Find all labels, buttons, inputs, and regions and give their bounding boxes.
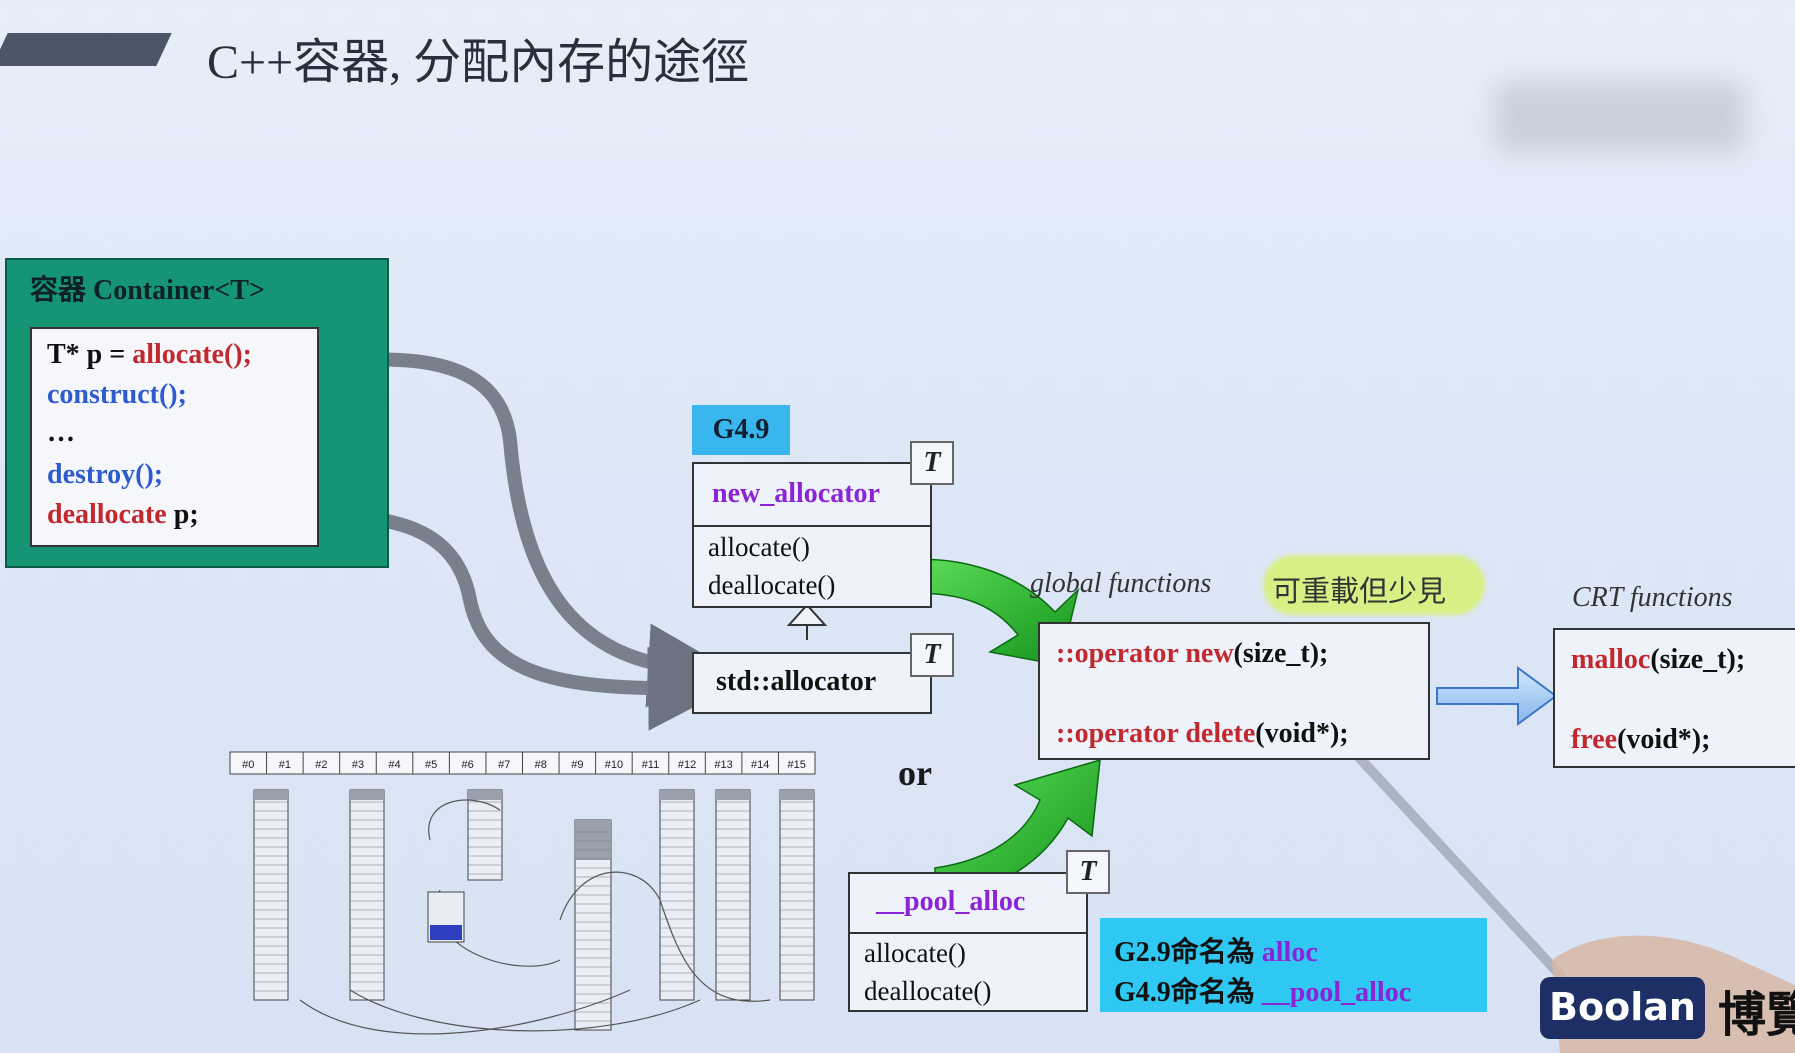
std-allocator-template-tag: T [910, 633, 954, 677]
allocate-flow-arrow [288, 352, 732, 708]
freelist-chunk-column [467, 789, 503, 881]
freelist-slot-label: #10 [605, 759, 623, 771]
slide-title: C++容器, 分配內存的途徑 [207, 36, 750, 89]
freelist-slot-label: #8 [535, 759, 547, 771]
freelist-slot-label: #14 [751, 759, 769, 771]
std-allocator-name: std::allocator [716, 666, 877, 697]
code-line-construct: construct(); [47, 379, 187, 410]
boolan-logo: Boolan [1540, 977, 1705, 1039]
pool-alloc-method-allocate: allocate() [864, 938, 966, 968]
pool-alloc-name: __pool_alloc [876, 886, 1026, 917]
freelist-chunk-column [779, 789, 815, 1001]
code-line-destroy: destroy(); [47, 459, 164, 490]
crt-functions-label: CRT functions [1572, 582, 1733, 613]
note-line-g49: G4.9命名為 __pool_alloc [1114, 977, 1412, 1008]
free-call: free(void*); [1571, 724, 1711, 755]
freelist-slot-label: #12 [678, 759, 696, 771]
freelist-slot-label: #11 [642, 759, 660, 771]
new-allocator-method-deallocate: deallocate() [708, 570, 836, 600]
pool-alloc-method-deallocate: deallocate() [864, 976, 992, 1006]
freelist-chunk-column [253, 789, 289, 1001]
note-line-g29: G2.9命名為 alloc [1114, 937, 1318, 968]
new-allocator-name: new_allocator [712, 478, 880, 509]
freelist-slot-label: #4 [388, 759, 400, 771]
freelist-slot-label: #2 [315, 759, 327, 771]
inheritance-triangle [786, 603, 828, 626]
pool-alloc-box: __pool_alloc allocate() deallocate() [848, 872, 1088, 1012]
freelist-chunk-column [349, 789, 385, 1001]
freelist-chunk-column [715, 789, 751, 1001]
global-functions-note: 可重載但少見 [1272, 576, 1447, 608]
crt-functions-box: malloc(size_t); free(void*); [1553, 628, 1795, 768]
g49-label: G4.9 [692, 405, 790, 455]
code-line-allocate: T* p = allocate(); [47, 339, 252, 370]
blurred-watermark [1495, 82, 1745, 152]
freelist-slot-label: #13 [714, 759, 732, 771]
container-code-box: T* p = allocate(); construct(); … destro… [30, 327, 319, 547]
freelist-slot-label: #1 [279, 759, 291, 771]
new-allocator-box: new_allocator allocate() deallocate() [692, 462, 932, 608]
allocate-call: allocate(); [132, 339, 252, 370]
freelist-slot-label: #6 [462, 759, 474, 771]
container-title: 容器 Container<T> [30, 275, 265, 306]
global-functions-box: ::operator new(size_t); ::operator delet… [1038, 622, 1430, 760]
pool-alloc-template-tag: T [1066, 850, 1110, 894]
freelist-chunk-column [659, 789, 695, 1001]
freelist-slot-label: #5 [425, 759, 437, 771]
highlight-mark [1263, 555, 1485, 615]
std-allocator-box: std::allocator [692, 652, 932, 714]
freelist-diagram: #0#1#2#3#4#5#6#7#8#9#10#11#12#13#14#15 2… [229, 751, 816, 1035]
code-line-deallocate: deallocate p; [47, 499, 199, 530]
operator-delete: ::operator delete(void*); [1056, 718, 1349, 749]
freelist-slot-label: #7 [498, 759, 510, 771]
boolan-logo-cn: 博覽 [1718, 989, 1795, 1042]
blue-block-arrow [1436, 666, 1558, 726]
freelist-slot-label: #9 [571, 759, 583, 771]
naming-note-box: G2.9命名為 alloc G4.9命名為 __pool_alloc [1100, 918, 1487, 1012]
global-functions-label: global functions [1030, 568, 1212, 599]
code-line-ellipsis: … [47, 417, 75, 448]
new-allocator-template-tag: T [910, 441, 954, 485]
new-allocator-method-allocate: allocate() [708, 532, 810, 562]
freelist-slot-label: #0 [242, 759, 254, 771]
operator-new: ::operator new(size_t); [1056, 638, 1329, 669]
or-label: or [898, 753, 932, 793]
freelist-slot-label: #15 [788, 759, 806, 771]
freelist-slot-label: #3 [352, 759, 364, 771]
malloc-call: malloc(size_t); [1571, 644, 1746, 675]
freelist-chunk-column [574, 819, 612, 1031]
